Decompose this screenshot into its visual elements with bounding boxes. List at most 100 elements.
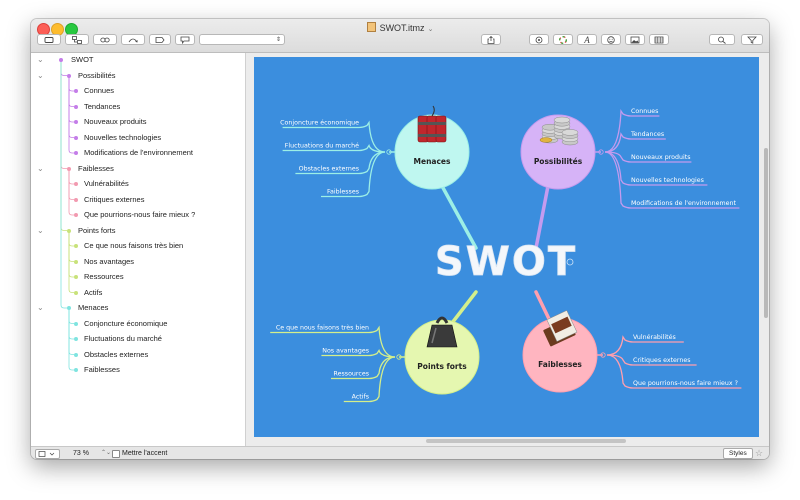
outline-connectors xyxy=(60,60,74,371)
star-icon[interactable]: ☆ xyxy=(755,448,764,458)
format-button[interactable] xyxy=(529,34,549,45)
color-button[interactable] xyxy=(553,34,573,45)
topic-label[interactable]: Faiblesses xyxy=(538,360,582,369)
image-icon xyxy=(630,36,640,44)
undo-redo-button[interactable] xyxy=(121,34,145,45)
disclosure-chevron-icon[interactable]: ⌄ xyxy=(37,55,44,64)
disclosure-chevron-icon[interactable]: ⌄ xyxy=(37,225,44,235)
outline-topic[interactable]: Menaces xyxy=(78,303,109,312)
tag-button[interactable] xyxy=(149,34,171,45)
outline-subtopic[interactable]: Faiblesses xyxy=(84,365,120,374)
search-button[interactable] xyxy=(709,34,735,45)
outline-subtopic[interactable]: Nouvelles technologies xyxy=(84,132,162,142)
subtopic-label[interactable]: Obstacles externes xyxy=(299,166,359,173)
subtopic-label[interactable]: Connues xyxy=(631,108,658,115)
table-button[interactable] xyxy=(649,34,669,45)
subtopic-label[interactable]: Nos avantages xyxy=(322,348,369,355)
subtopic-label[interactable]: Faiblesses xyxy=(327,189,359,196)
window-title[interactable]: SWOT.itmz⌄ xyxy=(31,22,769,33)
outline-subtopic[interactable]: Modifications de l'environnement xyxy=(84,148,193,157)
zoom-stepper-icon[interactable]: ⌃⌄ xyxy=(101,450,112,456)
outline-subtopic[interactable]: Connues xyxy=(84,86,115,95)
share-button[interactable] xyxy=(481,34,501,45)
subtopic-label[interactable]: Actifs xyxy=(352,394,369,401)
outline-connector xyxy=(68,168,74,216)
topic-label[interactable]: Points forts xyxy=(417,362,467,371)
subtopic-connector xyxy=(606,335,684,356)
outline-subtopic[interactable]: Fluctuations du marché xyxy=(84,334,162,343)
topic-branch xyxy=(450,290,478,325)
collapse-toggle-icon[interactable] xyxy=(396,354,402,360)
topic-branch xyxy=(534,290,552,323)
accent-checkbox[interactable] xyxy=(112,450,120,458)
topic-node[interactable] xyxy=(404,319,480,395)
filter-button[interactable] xyxy=(741,34,763,45)
outline-subtopic[interactable]: Nouveaux produits xyxy=(84,117,147,126)
subtopic-label[interactable]: Fluctuations du marché xyxy=(285,142,359,150)
subtopic-label[interactable]: Nouveaux produits xyxy=(631,154,691,161)
subtopic-label[interactable]: Tendances xyxy=(630,131,664,138)
outline-subtopic[interactable]: Tendances xyxy=(84,101,121,111)
collapse-toggle-icon[interactable] xyxy=(598,149,604,155)
topic-label[interactable]: Possibilités xyxy=(534,157,583,166)
outline-connector xyxy=(68,308,74,355)
relationship-button[interactable] xyxy=(93,34,117,45)
outline-subtopic[interactable]: Conjoncture économique xyxy=(84,318,168,328)
topic-label[interactable]: Menaces xyxy=(414,157,451,166)
topic-node[interactable] xyxy=(394,114,470,190)
subtopic-label[interactable]: Conjoncture économique xyxy=(280,119,359,127)
subtopic-label[interactable]: Que pourrions-nous faire mieux ? xyxy=(633,380,738,387)
outline-subtopic[interactable]: Ressources xyxy=(84,272,124,281)
outline-topic[interactable]: Points forts xyxy=(78,225,116,235)
outline-subtopic[interactable]: Critiques externes xyxy=(84,194,145,204)
outline-connector xyxy=(68,75,74,92)
subtopic-connector xyxy=(604,132,666,153)
subtopic-connector xyxy=(606,354,697,366)
select-arrows-icon: ⇕ xyxy=(275,37,281,43)
disclosure-chevron-icon[interactable]: ⌄ xyxy=(37,70,44,80)
callout-icon xyxy=(180,36,190,45)
subtopic-button[interactable] xyxy=(65,34,89,45)
outline-subtopic[interactable]: Actifs xyxy=(84,287,103,297)
outline-dot xyxy=(74,213,78,217)
outline-subtopic[interactable]: Nos avantages xyxy=(84,256,135,266)
style-select[interactable]: ⇕ xyxy=(199,34,285,45)
styles-button[interactable]: Styles xyxy=(723,448,753,459)
outline-subtopic[interactable]: Ce que nous faisons très bien xyxy=(84,241,184,250)
collapse-toggle-icon[interactable] xyxy=(386,149,392,155)
subtopic-connector xyxy=(606,354,742,389)
new-topic-button[interactable] xyxy=(37,34,61,45)
image-button[interactable] xyxy=(625,34,645,45)
callout-button[interactable] xyxy=(175,34,195,45)
zoom-level[interactable]: 73 % xyxy=(73,450,89,457)
outline-subtopic[interactable]: Obstacles externes xyxy=(84,349,149,359)
subtopic-connector xyxy=(331,356,396,380)
outline-topic[interactable]: Possibilités xyxy=(78,70,116,80)
outline-topic[interactable]: Faiblesses xyxy=(78,163,114,173)
search-icon xyxy=(718,36,726,44)
subtopic-label[interactable]: Vulnérabilités xyxy=(633,333,676,341)
central-topic[interactable]: SWOT xyxy=(434,239,577,286)
subtopic-label[interactable]: Modifications de l'environnement xyxy=(631,200,737,207)
relationship-icon xyxy=(100,37,110,43)
disclosure-chevron-icon[interactable]: ⌄ xyxy=(37,163,44,173)
emoji-button[interactable] xyxy=(601,34,621,45)
view-toggle-button[interactable] xyxy=(35,449,60,459)
outline-subtopic[interactable]: Vulnérabilités xyxy=(84,179,129,188)
outline-subtopic[interactable]: Que pourrions-nous faire mieux ? xyxy=(84,210,196,219)
outline-root[interactable]: SWOT xyxy=(71,55,94,64)
subtopic-label[interactable]: Nouvelles technologies xyxy=(631,177,704,184)
font-button[interactable]: A xyxy=(577,34,597,45)
outline-dot xyxy=(74,337,78,341)
subtopic-label[interactable]: Critiques externes xyxy=(633,357,691,364)
subtopic-label[interactable]: Ce que nous faisons très bien xyxy=(276,324,369,332)
subtopic-connector xyxy=(343,356,396,403)
vertical-scrollbar[interactable] xyxy=(764,148,768,318)
horizontal-scrollbar[interactable] xyxy=(426,439,626,443)
collapse-toggle-icon[interactable] xyxy=(566,258,574,266)
subtopic-label[interactable]: Ressources xyxy=(334,371,369,378)
collapse-toggle-icon[interactable] xyxy=(600,352,606,358)
disclosure-chevron-icon[interactable]: ⌄ xyxy=(37,303,44,312)
